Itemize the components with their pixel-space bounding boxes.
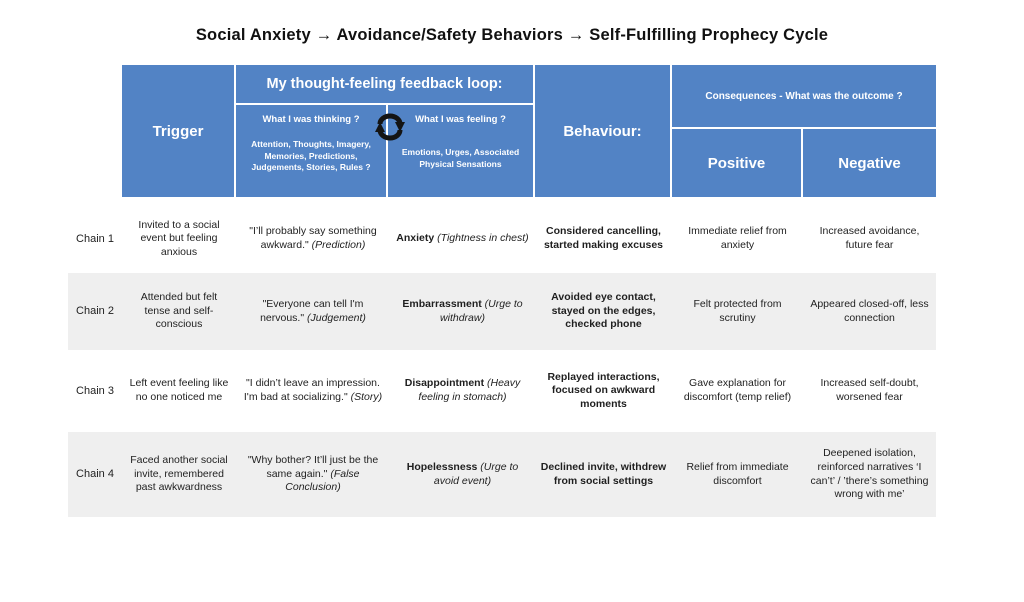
header-feeling-title: What I was feeling ? — [415, 114, 506, 125]
feeling-detail: (Heavy feeling in stomach) — [418, 377, 521, 403]
thinking-tag: (Prediction) — [311, 239, 366, 251]
header-consequences-title: Consequences - What was the outcome ? — [672, 65, 936, 129]
positive-cell: Gave explanation for discomfort (temp re… — [683, 377, 792, 403]
chain-label: Chain 4 — [76, 468, 114, 481]
table-body: Chain 1 Invited to a social event but fe… — [68, 205, 936, 517]
chain-label: Chain 3 — [76, 384, 114, 397]
behaviour-cell: Declined invite, withdrew from social se… — [540, 460, 667, 487]
chain-label: Chain 1 — [76, 232, 114, 245]
thinking-tag: (False Conclusion) — [285, 467, 360, 494]
thinking-quote: "Everyone can tell I'm nervous." — [260, 297, 364, 324]
table-row: Chain 4 Faced another social invite, rem… — [68, 432, 936, 517]
header-positive: Positive — [672, 129, 803, 197]
header-negative: Negative — [803, 129, 936, 197]
table-row: Chain 1 Invited to a social event but fe… — [68, 205, 936, 273]
thinking-cell: "Everyone can tell I'm nervous." (Judgem… — [236, 294, 390, 329]
feeling-name: Hopelessness — [406, 460, 478, 473]
positive-cell: Relief from immediate discomfort — [686, 460, 789, 487]
thinking-cell: "Why bother? It’ll just be the same agai… — [236, 450, 390, 499]
thinking-quote: "I’ll probably say something awkward." — [249, 225, 377, 251]
header-feedback-loop-section: My thought-feeling feedback loop: What I… — [236, 65, 535, 197]
trigger-cell: Invited to a social event but feeling an… — [138, 218, 220, 258]
feeling-cell: Anxiety (Tightness in chest) — [390, 228, 535, 250]
thinking-cell: "I didn’t leave an impression. I'm bad a… — [236, 373, 390, 408]
thinking-tag: (Judgement) — [306, 311, 366, 324]
header-consequences-subcells: Positive Negative — [672, 129, 936, 197]
thinking-cell: "I’ll probably say something awkward." (… — [236, 221, 390, 256]
negative-cell: Increased avoidance, future fear — [819, 225, 920, 251]
behaviour-cell: Considered cancelling, started making ex… — [543, 225, 664, 251]
behaviour-cell: Avoided eye contact, stayed on the edges… — [551, 291, 656, 331]
negative-cell: Appeared closed-off, less connection — [810, 297, 929, 324]
table-row: Chain 3 Left event feeling like no one n… — [68, 350, 936, 432]
feeling-name: Anxiety — [396, 232, 435, 245]
thinking-tag: (Story) — [350, 391, 383, 403]
header-thinking-title: What I was thinking ? — [262, 114, 360, 125]
table-header: Trigger My thought-feeling feedback loop… — [122, 65, 936, 197]
positive-cell: Felt protected from scrutiny — [693, 297, 782, 324]
trigger-cell: Attended but felt tense and self-conscio… — [140, 291, 218, 331]
trigger-cell: Faced another social invite, remembered … — [130, 454, 228, 494]
header-behaviour: Behaviour: — [535, 65, 672, 197]
feeling-cell: Embarrassment (Urge to withdraw) — [390, 294, 535, 329]
thinking-quote: "I didn’t leave an impression. I'm bad a… — [243, 377, 380, 403]
header-feeling-subtitle: Emotions, Urges, Associated Physical Sen… — [401, 147, 520, 169]
header-consequences-section: Consequences - What was the outcome ? Po… — [672, 65, 936, 197]
header-loop-title: My thought-feeling feedback loop: — [236, 65, 533, 105]
table-row: Chain 2 Attended but felt tense and self… — [68, 273, 936, 350]
behaviour-cell: Replayed interactions, focused on awkwar… — [547, 370, 660, 410]
feeling-name: Embarrassment — [402, 297, 482, 310]
worksheet-page: Social Anxiety → Avoidance/Safety Behavi… — [0, 26, 1024, 602]
negative-cell: Increased self-doubt, worsened fear — [820, 377, 919, 403]
sync-arrows-icon — [375, 113, 405, 141]
feeling-detail: (Urge to avoid event) — [433, 460, 519, 487]
feeling-detail: (Tightness in chest) — [437, 232, 529, 245]
header-feeling: What I was feeling ? Emotions, Urges, As… — [388, 105, 533, 197]
header-thinking-subtitle: Attention, Thoughts, Imagery, Memories, … — [251, 139, 371, 173]
feeling-name: Disappointment — [404, 377, 485, 390]
positive-cell: Immediate relief from anxiety — [688, 225, 787, 251]
header-thinking: What I was thinking ? Attention, Thought… — [236, 105, 388, 197]
page-title: Social Anxiety → Avoidance/Safety Behavi… — [195, 26, 829, 44]
header-trigger: Trigger — [122, 65, 236, 197]
thinking-quote: "Why bother? It’ll just be the same agai… — [247, 454, 379, 480]
feeling-detail: (Urge to withdraw) — [440, 297, 523, 324]
header-loop-subcells: What I was thinking ? Attention, Thought… — [236, 105, 533, 197]
feeling-cell: Hopelessness (Urge to avoid event) — [390, 457, 535, 492]
trigger-cell: Left event feeling like no one noticed m… — [129, 377, 229, 403]
feeling-cell: Disappointment (Heavy feeling in stomach… — [390, 373, 535, 408]
negative-cell: Deepened isolation, reinforced narrative… — [810, 447, 929, 501]
chain-label: Chain 2 — [76, 305, 114, 318]
